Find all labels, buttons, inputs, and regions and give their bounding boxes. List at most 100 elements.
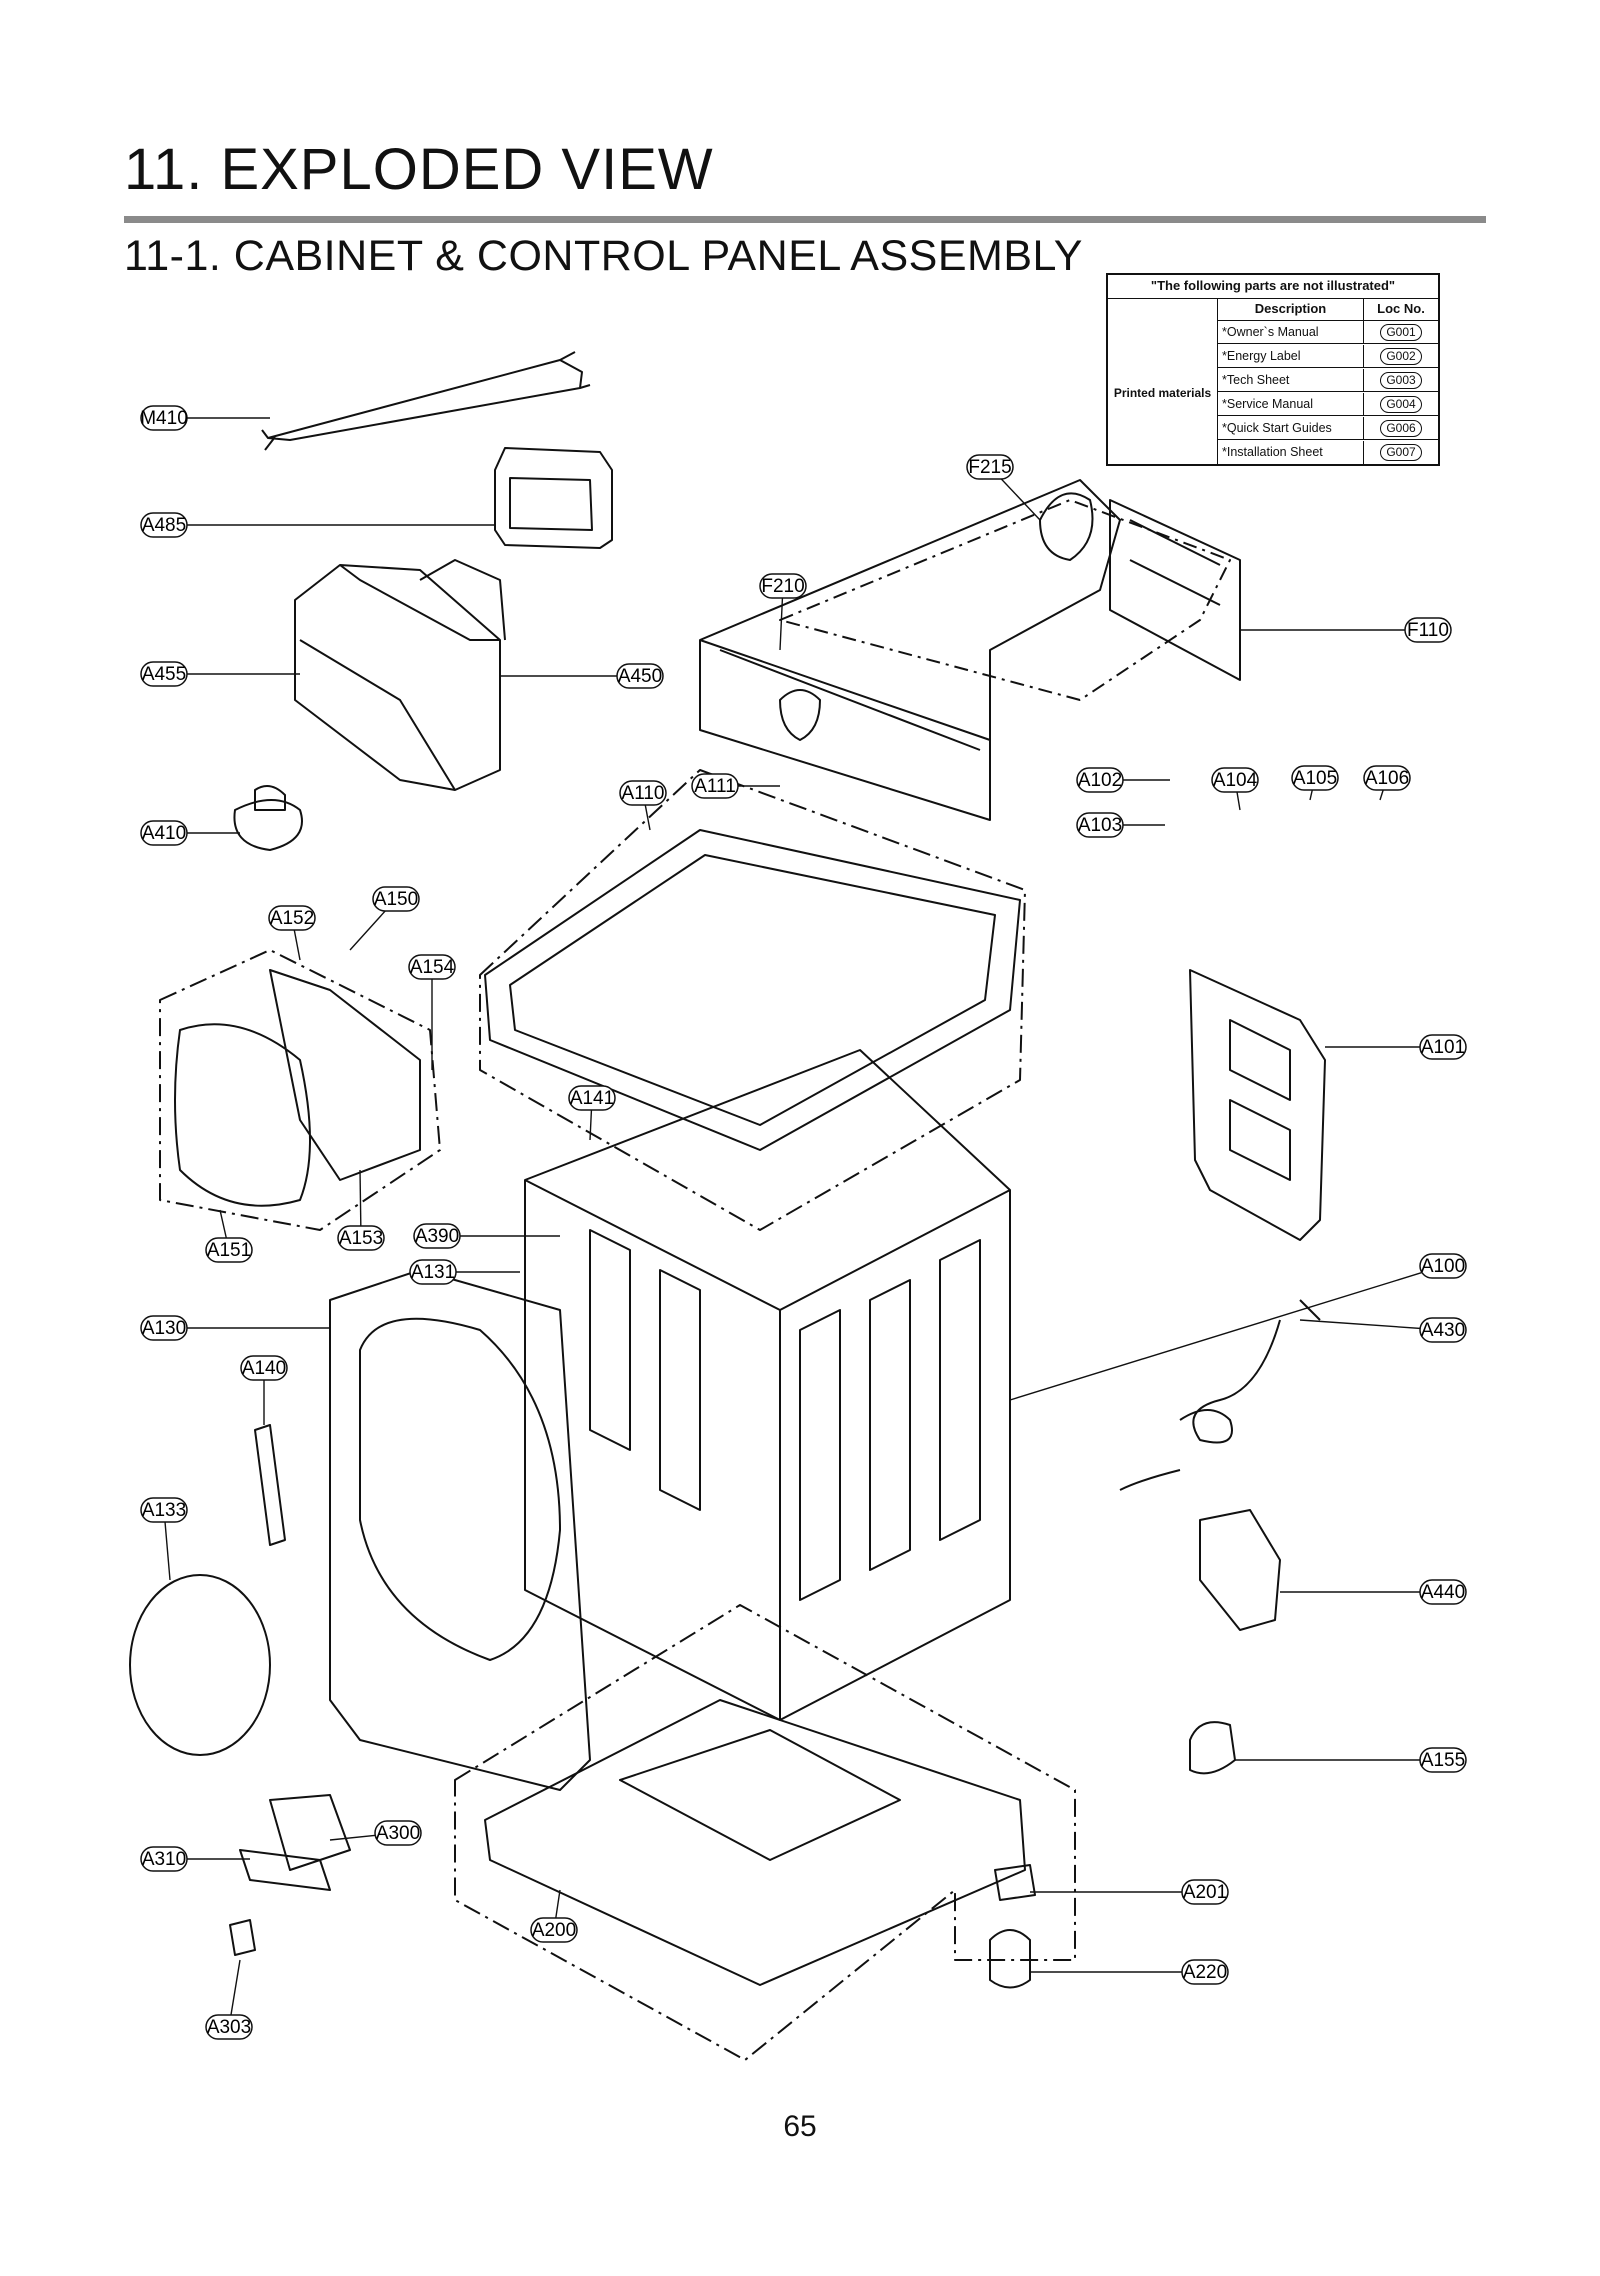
callout-bubble (140, 1315, 188, 1341)
callout-a450: A450 (616, 663, 664, 689)
cabinet-slot (869, 1279, 911, 1571)
base-drawing (484, 1699, 1026, 1986)
callout-bubble (1181, 1959, 1229, 1985)
leader-line (1299, 1319, 1444, 1331)
callout-bubble (1291, 765, 1339, 791)
callout-label: A485 (142, 515, 186, 536)
leader-line (1009, 1265, 1444, 1401)
loc-badge: G004 (1380, 395, 1422, 413)
callout-a141: A141 (568, 1085, 616, 1111)
callout-label: F215 (968, 457, 1011, 478)
cabinet-slot (659, 1269, 701, 1511)
callout-bubble (1076, 767, 1124, 793)
callout-a300: A300 (374, 1820, 422, 1846)
top-cover-boundary (479, 769, 1026, 1231)
page-number: 65 (783, 2110, 817, 2143)
callout-a131: A131 (409, 1259, 457, 1285)
callout-bubble (1419, 1317, 1467, 1343)
callout-bubble (530, 1917, 578, 1943)
callout-bubble (205, 2014, 253, 2040)
front-frame-drawing (329, 1269, 591, 1791)
callout-label: A150 (374, 889, 418, 910)
loc-badge: G001 (1380, 323, 1422, 341)
callout-label: A200 (532, 1920, 576, 1941)
callout-label: A152 (270, 908, 314, 929)
callout-a220: A220 (1181, 1959, 1229, 1985)
callout-bubble (1419, 1747, 1467, 1773)
callout-bubble (409, 1259, 457, 1285)
callout-label: A310 (142, 1849, 186, 1870)
callout-label: A220 (1183, 1962, 1227, 1983)
callout-a151: A151 (205, 1237, 253, 1263)
callout-bubble (140, 661, 188, 687)
callout-bubble (1419, 1253, 1467, 1279)
callout-label: A410 (142, 823, 186, 844)
callout-label: F110 (1407, 620, 1449, 641)
base-boundary (454, 1604, 1076, 2061)
callout-bubble (691, 773, 739, 799)
callout-label: A140 (242, 1358, 286, 1379)
callout-f215: F215 (966, 454, 1014, 480)
callout-a153: A153 (337, 1225, 385, 1251)
callout-bubble (619, 780, 667, 806)
table-row-description: *Tech Sheet (1218, 369, 1364, 392)
callout-bubble (140, 820, 188, 846)
part-a201-drawing (994, 1864, 1036, 1901)
callout-a200: A200 (530, 1917, 578, 1943)
callout-label: A131 (411, 1262, 455, 1283)
callout-label: A130 (142, 1318, 186, 1339)
part-a220-drawing (989, 1929, 1031, 1989)
table-corner-cell (1108, 299, 1218, 321)
callout-bubble (374, 1820, 422, 1846)
callout-a303: A303 (205, 2014, 253, 2040)
callout-label: A155 (1421, 1750, 1465, 1771)
table-header-loc: Loc No. (1364, 299, 1438, 321)
callout-bubble (1419, 1579, 1467, 1605)
callout-a150: A150 (372, 886, 420, 912)
callout-label: A303 (207, 2017, 251, 2038)
table-row-description: *Installation Sheet (1218, 441, 1364, 464)
callout-bubble (1404, 617, 1452, 643)
part-f110-drawing (1109, 499, 1241, 681)
callout-bubble (568, 1085, 616, 1111)
callout-bubble (616, 663, 664, 689)
callout-a133: A133 (140, 1497, 188, 1523)
part-f215-drawing (1039, 492, 1094, 561)
callout-a152: A152 (268, 905, 316, 931)
door-boundary (159, 949, 441, 1231)
callout-bubble (205, 1237, 253, 1263)
part-a485-drawing (494, 447, 613, 549)
callout-a104: A104 (1211, 767, 1259, 793)
callout-label: A154 (410, 957, 455, 978)
callout-m410: M410 (140, 405, 188, 431)
callout-a154: A154 (408, 954, 456, 980)
table-row-loc: G004 (1364, 393, 1438, 416)
callout-a390: A390 (413, 1223, 461, 1249)
callout-a140: A140 (240, 1355, 288, 1381)
callout-bubble (337, 1225, 385, 1251)
callout-label: A111 (694, 776, 736, 797)
callout-a100: A100 (1419, 1253, 1467, 1279)
table-row-description: *Energy Label (1218, 345, 1364, 368)
part-a303-drawing (229, 1919, 256, 1956)
table-row-description: *Service Manual (1218, 393, 1364, 416)
table-row-loc: G001 (1364, 321, 1438, 344)
table-row-loc: G006 (1364, 417, 1438, 440)
cabinet-slot (589, 1229, 631, 1451)
table-row-description: *Quick Start Guides (1218, 417, 1364, 440)
callout-a102: A102 (1076, 767, 1124, 793)
title-rule (124, 216, 1486, 223)
callout-a155: A155 (1419, 1747, 1467, 1773)
callout-label: A300 (376, 1823, 420, 1844)
callout-a106: A106 (1363, 765, 1411, 791)
callout-label: A153 (339, 1228, 383, 1249)
callout-bubble (408, 954, 456, 980)
callout-label: A101 (1421, 1037, 1465, 1058)
callout-a101: A101 (1419, 1034, 1467, 1060)
pcb-housing-drawing (294, 559, 506, 791)
callout-label: A100 (1421, 1256, 1465, 1277)
callout-label: A141 (570, 1088, 614, 1109)
callout-a105: A105 (1291, 765, 1339, 791)
callout-label: A440 (1421, 1582, 1465, 1603)
